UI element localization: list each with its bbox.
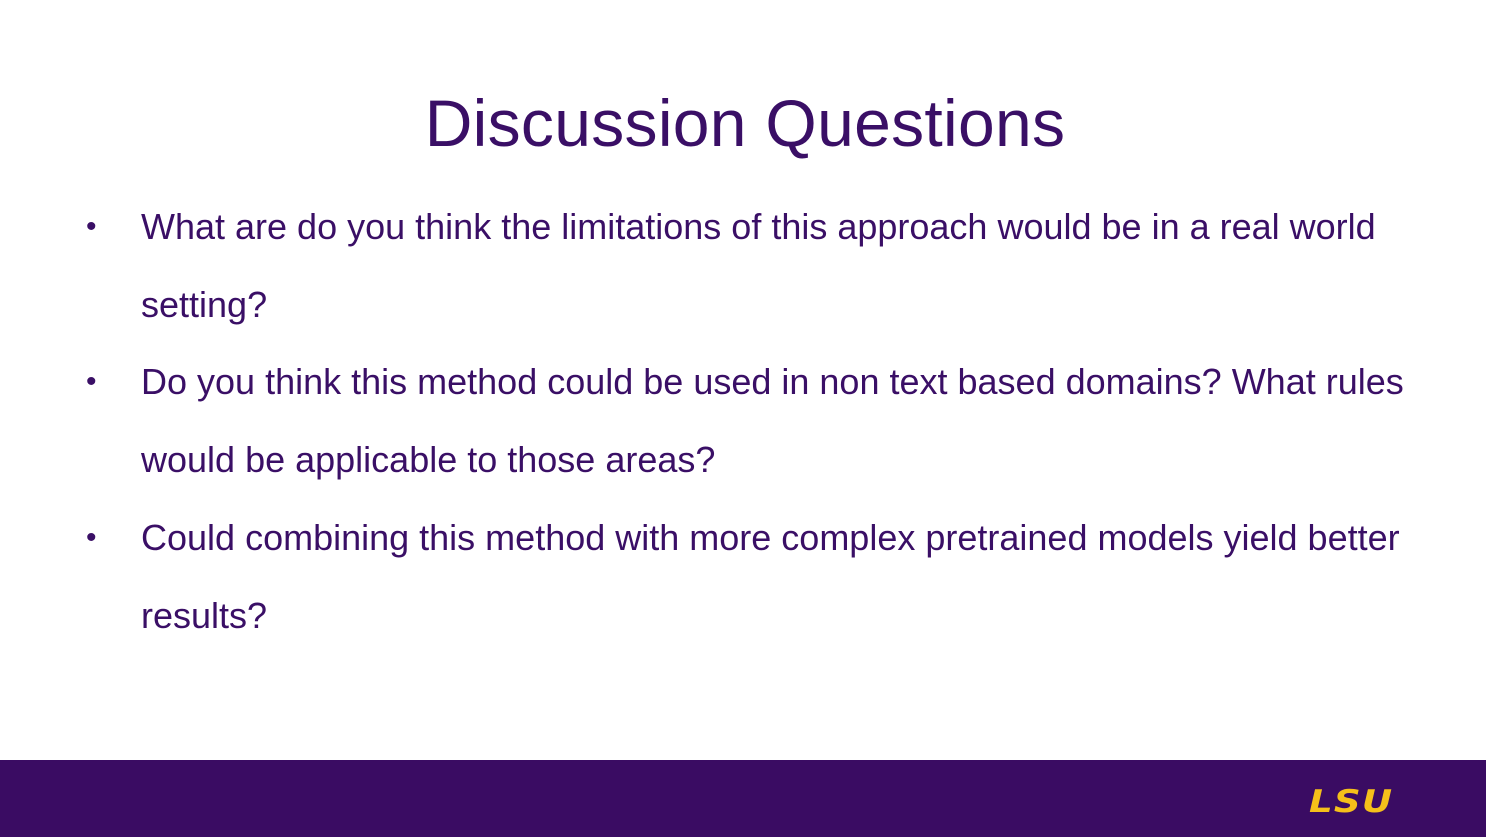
footer-bar: LSU <box>0 760 1486 837</box>
bullet-text: What are do you think the limitations of… <box>141 206 1376 325</box>
bullet-marker: • <box>86 365 97 399</box>
lsu-logo: LSU <box>1308 784 1393 820</box>
bullet-marker: • <box>86 210 97 243</box>
slide-title: Discussion Questions <box>424 86 1066 160</box>
bullet-item: • Do you think this method could be used… <box>86 343 1456 498</box>
bullet-marker: • <box>86 520 97 554</box>
bullet-item: • What are do you think the limitations … <box>86 188 1456 343</box>
bullet-text: Could combining this method with more co… <box>141 516 1400 636</box>
bullet-list: • What are do you think the limitations … <box>86 188 1456 654</box>
bullet-item: • Could combining this method with more … <box>86 499 1456 654</box>
bullet-text: Do you think this method could be used i… <box>141 361 1404 481</box>
